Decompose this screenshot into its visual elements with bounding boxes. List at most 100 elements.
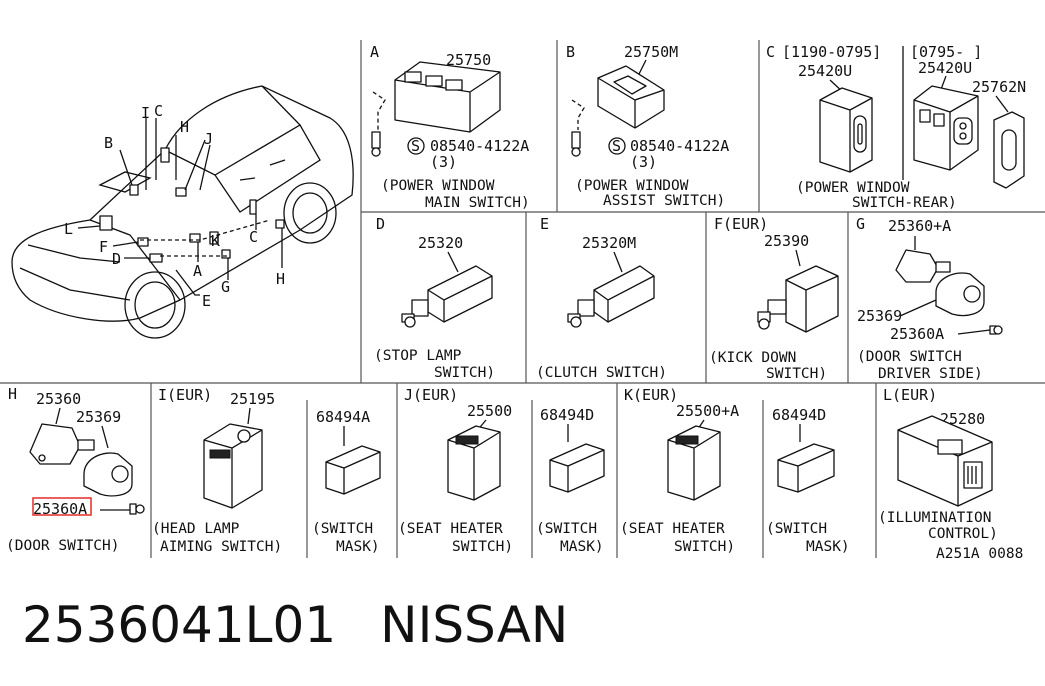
panel-b-qty: (3) (630, 153, 657, 171)
car-label-c: C (154, 102, 163, 120)
panel-l-illumination-control: L(EUR) 25280 (ILLUMINATION CONTROL) A251… (878, 386, 1023, 562)
panel-d-letter: D (376, 215, 385, 233)
panel-e-letter: E (540, 215, 549, 233)
car-label-f: F (99, 238, 108, 256)
car-label-h: H (180, 118, 189, 136)
panel-k-letter: K(EUR) (624, 386, 678, 404)
car-label-b: B (104, 134, 113, 152)
panel-i-caption-3: (SWITCH (312, 521, 373, 537)
car-label-j: J (204, 130, 213, 148)
panel-l-caption-2: CONTROL) (928, 526, 998, 542)
panel-l-letter: L(EUR) (883, 386, 937, 404)
panel-f-kick-down-switch: F(EUR) 25390 (KICK DOWN SWITCH) (709, 215, 839, 382)
panel-c-power-window-switch-rear: C [1190-0795] [0795- ] 25420U 25420U 257… (766, 43, 1026, 211)
panel-c-range-1: [1190-0795] (782, 43, 881, 61)
panel-d-caption-1: (STOP LAMP (374, 348, 462, 364)
panel-c-part-1: 25420U (798, 62, 852, 80)
car-label-c2: C (249, 228, 258, 246)
panel-a-power-window-main-switch: A 25750 S 08540-4122A (3) (POWER WINDOW … (370, 43, 530, 211)
panel-j-caption-1: (SEAT HEATER (398, 521, 503, 537)
panel-j-part-2: 68494D (540, 406, 594, 424)
panel-f-caption-1: (KICK DOWN (709, 350, 796, 366)
car-label-g: G (221, 278, 230, 296)
panel-d-caption-2: SWITCH) (434, 365, 495, 381)
panel-g-part-3: 25360A (890, 325, 944, 343)
panel-j-caption-2: SWITCH) (452, 539, 513, 555)
panel-c-letter: C (766, 43, 775, 61)
panel-e-part: 25320M (582, 234, 636, 252)
panel-l-part: 25280 (940, 410, 985, 428)
panel-k-caption-4: MASK) (806, 539, 850, 555)
panel-k-caption-1: (SEAT HEATER (620, 521, 725, 537)
panel-c-part-3: 25762N (972, 78, 1026, 96)
panel-j-seat-heater-switch: J(EUR) 25500 68494D (SEAT HEATER SWITCH)… (398, 386, 605, 555)
car-label-a: A (193, 262, 202, 280)
panel-f-caption-2: SWITCH) (766, 366, 827, 382)
panel-i-letter: I(EUR) (158, 386, 212, 404)
panel-c-caption-2: SWITCH-REAR) (852, 195, 957, 211)
panel-g-door-switch-driver-side: G 25360+A 25369 25360A (DOOR SWITCH DRIV… (856, 215, 1003, 382)
panel-j-caption-4: MASK) (560, 539, 604, 555)
car-label-h2: H (276, 270, 285, 288)
highlight-box (32, 497, 92, 516)
car-label-d: D (112, 250, 121, 268)
panel-b-power-window-assist-switch: B 25750M S 08540-4122A (3) (POWER WINDOW… (566, 43, 729, 209)
panel-h-part-1: 25360 (36, 390, 81, 408)
panel-i-caption-1: (HEAD LAMP (152, 521, 240, 537)
panel-a-part: 25750 (446, 51, 491, 69)
panel-h-part-3: 25360A (33, 500, 87, 518)
car-label-i: I (141, 104, 150, 122)
panel-k-part-2: 68494D (772, 406, 826, 424)
panel-j-part-1: 25500 (467, 402, 512, 420)
panel-g-caption-1: (DOOR SWITCH (857, 349, 962, 365)
panel-k-seat-heater-switch: K(EUR) 25500+A 68494D (SEAT HEATER SWITC… (620, 386, 850, 555)
panel-b-bolt: 08540-4122A (630, 137, 729, 155)
panel-c-caption-1: (POWER WINDOW (796, 180, 910, 196)
panel-a-bolt: 08540-4122A (430, 137, 529, 155)
panel-h-door-switch: H 25360 25369 25360A (DOOR SWITCH) (6, 385, 145, 554)
panel-e-clutch-switch: E 25320M (CLUTCH SWITCH) (536, 215, 667, 381)
panel-h-letter: H (8, 385, 17, 403)
panel-i-head-lamp-aiming-switch: I(EUR) 25195 68494A (HEAD LAMP AIMING SW… (152, 386, 381, 555)
panel-a-letter: A (370, 43, 379, 61)
diagram-code: A251A 0088 (936, 546, 1023, 562)
panel-a-qty: (3) (430, 153, 457, 171)
panel-c-range-2: [0795- ] (910, 43, 982, 61)
panel-k-caption-2: SWITCH) (674, 539, 735, 555)
car-label-e: E (202, 292, 211, 310)
part-number: 2536041L01 (22, 596, 337, 654)
panel-j-caption-3: (SWITCH (536, 521, 597, 537)
panel-b-part: 25750M (624, 43, 678, 61)
panel-g-caption-2: DRIVER SIDE) (878, 366, 983, 382)
car-overview: I C B H J L F D A K G E C H (11, 85, 354, 339)
panel-k-caption-3: (SWITCH (766, 521, 827, 537)
panel-i-caption-2: AIMING SWITCH) (160, 539, 282, 555)
panel-e-caption-1: (CLUTCH SWITCH) (536, 365, 667, 381)
car-label-l: L (64, 220, 73, 238)
panel-j-letter: J(EUR) (404, 386, 458, 404)
panel-i-part-2: 68494A (316, 408, 370, 426)
panel-grid (0, 40, 1045, 558)
panel-b-letter: B (566, 43, 575, 61)
panel-d-part: 25320 (418, 234, 463, 252)
car-label-k: K (211, 232, 220, 250)
panel-b-s-mark: S (612, 137, 621, 155)
panel-a-s-mark: S (411, 137, 420, 155)
panel-i-caption-4: MASK) (336, 539, 380, 555)
panel-h-part-2: 25369 (76, 408, 121, 426)
brand-name: NISSAN (380, 596, 569, 654)
panel-g-letter: G (856, 215, 865, 233)
panel-c-part-2: 25420U (918, 59, 972, 77)
panel-f-letter: F(EUR) (714, 215, 768, 233)
panel-b-caption-1: (POWER WINDOW (575, 178, 689, 194)
panel-h-caption-1: (DOOR SWITCH) (6, 538, 120, 554)
panel-l-caption-1: (ILLUMINATION (878, 510, 992, 526)
panel-g-part-1: 25360+A (888, 217, 951, 235)
panel-g-part-2: 25369 (857, 307, 902, 325)
panel-f-part: 25390 (764, 232, 809, 250)
panel-d-stop-lamp-switch: D 25320 (STOP LAMP SWITCH) (374, 215, 495, 381)
panel-b-caption-2: ASSIST SWITCH) (603, 193, 725, 209)
panel-k-part-1: 25500+A (676, 402, 739, 420)
panel-a-caption-2: MAIN SWITCH) (425, 195, 530, 211)
